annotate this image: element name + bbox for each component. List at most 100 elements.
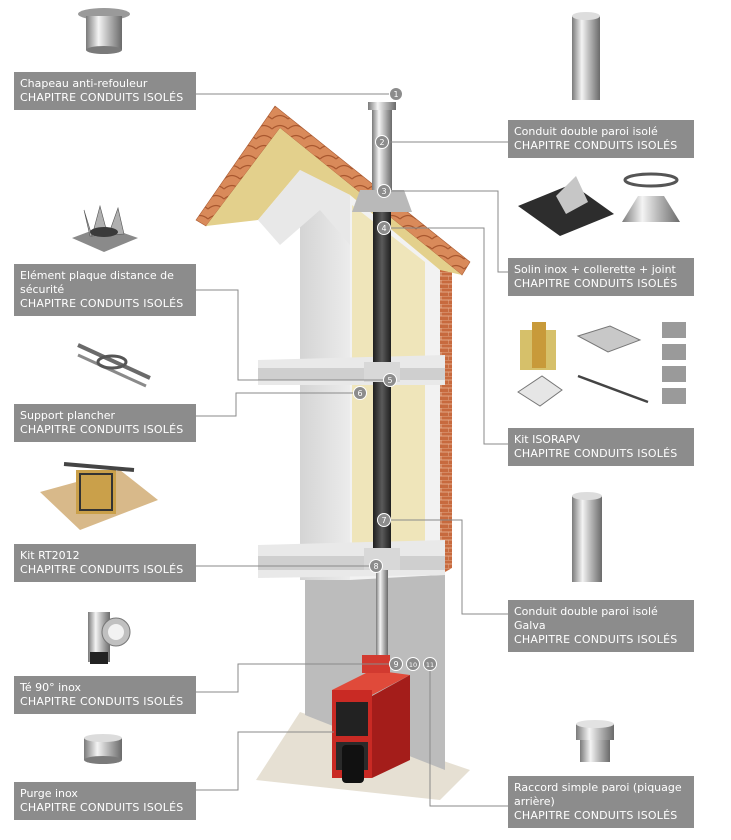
- label-name: Kit ISORAPV: [514, 433, 580, 446]
- leader-7: [384, 519, 508, 615]
- marker-8: 8: [369, 559, 383, 573]
- double-wall-pipe-icon: [572, 12, 600, 100]
- label-chapter: CHAPITRE CONDUITS ISOLÉS: [514, 447, 678, 460]
- floor-support-icon: [77, 343, 151, 388]
- rt2012-kit-icon: [40, 462, 158, 530]
- chimney-cap-icon: [78, 8, 130, 54]
- marker-9: 9: [389, 657, 403, 671]
- boiler: [332, 655, 410, 783]
- label-name: Raccord simple paroi (piquage arrière): [514, 781, 682, 808]
- marker-number: 8: [373, 562, 378, 571]
- connector-icon: [576, 720, 614, 762]
- label-chapter: CHAPITRE CONDUITS ISOLÉS: [20, 91, 184, 104]
- label-chapter: CHAPITRE CONDUITS ISOLÉS: [20, 423, 184, 436]
- marker-4: 4: [377, 221, 391, 235]
- marker-5: 5: [383, 373, 397, 387]
- marker-number: 10: [409, 661, 417, 669]
- leader-purge: [196, 731, 334, 791]
- galva-pipe: [376, 570, 388, 655]
- leader-3: [384, 190, 508, 273]
- marker-circle: [369, 559, 383, 573]
- leader-te: [196, 663, 396, 693]
- tee-90-icon: [88, 612, 131, 664]
- marker-number: 3: [381, 187, 386, 196]
- label-chapter: CHAPITRE CONDUITS ISOLÉS: [20, 297, 184, 310]
- upper-floor-joists: [258, 368, 445, 380]
- label-chapter: CHAPITRE CONDUITS ISOLÉS: [514, 809, 678, 822]
- leader-11: [429, 664, 508, 807]
- marker-6: 6: [353, 386, 367, 400]
- roof-flashing: [352, 190, 412, 212]
- marker-circle: [406, 657, 420, 671]
- label-chapter: CHAPITRE CONDUITS ISOLÉS: [20, 801, 184, 814]
- label-support-plancher[interactable]: Support plancher CHAPITRE CONDUITS ISOLÉ…: [14, 404, 196, 442]
- number-markers: 1 2 3 4 5 6 7 8 9 10 11: [353, 87, 437, 671]
- label-chapter: CHAPITRE CONDUITS ISOLÉS: [20, 563, 184, 576]
- marker-number: 1: [393, 90, 398, 99]
- marker-circle: [389, 87, 403, 101]
- marker-2: 2: [375, 135, 389, 149]
- label-chapter: CHAPITRE CONDUITS ISOLÉS: [514, 633, 678, 646]
- boiler-top: [332, 670, 410, 696]
- boiler-door: [336, 702, 368, 736]
- marker-number: 2: [379, 138, 384, 147]
- marker-circle: [377, 221, 391, 235]
- label-name: Conduit double paroi isolé Galva: [514, 605, 658, 632]
- marker-circle: [377, 184, 391, 198]
- chimney-cap: [368, 102, 396, 110]
- marker-11: 11: [423, 657, 437, 671]
- marker-circle: [353, 386, 367, 400]
- label-solin[interactable]: Solin inox + collerette + joint CHAPITRE…: [508, 258, 694, 296]
- label-te-90[interactable]: Té 90° inox CHAPITRE CONDUITS ISOLÉS: [14, 676, 196, 714]
- marker-number: 5: [387, 376, 392, 385]
- label-chapeau[interactable]: Chapeau anti-refouleur CHAPITRE CONDUITS…: [14, 72, 196, 110]
- label-chapter: CHAPITRE CONDUITS ISOLÉS: [514, 277, 678, 290]
- label-purge-inox[interactable]: Purge inox CHAPITRE CONDUITS ISOLÉS: [14, 782, 196, 820]
- label-chapter: CHAPITRE CONDUITS ISOLÉS: [514, 139, 678, 152]
- marker-1: 1: [389, 87, 403, 101]
- label-name: Elément plaque distance de sécurité: [20, 269, 174, 296]
- label-chapter: CHAPITRE CONDUITS ISOLÉS: [20, 695, 184, 708]
- leader-support: [196, 392, 360, 417]
- marker-circle: [375, 135, 389, 149]
- label-kit-rt2012[interactable]: Kit RT2012 CHAPITRE CONDUITS ISOLÉS: [14, 544, 196, 582]
- isorapv-kit-icon: [517, 322, 686, 407]
- leader-element: [196, 289, 390, 381]
- label-conduit-galva[interactable]: Conduit double paroi isolé Galva CHAPITR…: [508, 600, 694, 652]
- label-conduit-double[interactable]: Conduit double paroi isolé CHAPITRE COND…: [508, 120, 694, 158]
- roof-ceiling: [258, 170, 350, 245]
- flashing-icon: [518, 172, 680, 236]
- drain-cap-icon: [84, 734, 122, 764]
- label-raccord[interactable]: Raccord simple paroi (piquage arrière) C…: [508, 776, 694, 828]
- boiler-burner: [342, 745, 364, 783]
- marker-circle: [377, 513, 391, 527]
- marker-circle: [423, 657, 437, 671]
- marker-number: 6: [357, 389, 362, 398]
- marker-number: 9: [393, 660, 398, 669]
- marker-3: 3: [377, 184, 391, 198]
- label-name: Chapeau anti-refouleur: [20, 77, 148, 90]
- leader-4: [384, 227, 508, 445]
- leader-lines: [196, 93, 508, 807]
- marker-number: 11: [426, 661, 434, 669]
- label-kit-isorapv[interactable]: Kit ISORAPV CHAPITRE CONDUITS ISOLÉS: [508, 428, 694, 466]
- label-name: Solin inox + collerette + joint: [514, 263, 676, 276]
- marker-7: 7: [377, 513, 391, 527]
- marker-circle: [389, 657, 403, 671]
- distance-plate-icon: [72, 204, 138, 252]
- label-element-plaque[interactable]: Elément plaque distance de sécurité CHAP…: [14, 264, 196, 316]
- marker-number: 4: [381, 224, 386, 233]
- label-name: Support plancher: [20, 409, 116, 422]
- marker-10: 10: [406, 657, 420, 671]
- flue-system: [352, 102, 412, 655]
- marker-circle: [383, 373, 397, 387]
- galva-pipe-icon: [572, 492, 602, 582]
- roof-insulation: [206, 128, 462, 275]
- marker-number: 7: [381, 516, 386, 525]
- brick-wall: [440, 268, 452, 575]
- lower-floor-joists: [258, 556, 445, 570]
- label-name: Té 90° inox: [20, 681, 82, 694]
- label-name: Kit RT2012: [20, 549, 80, 562]
- label-name: Conduit double paroi isolé: [514, 125, 658, 138]
